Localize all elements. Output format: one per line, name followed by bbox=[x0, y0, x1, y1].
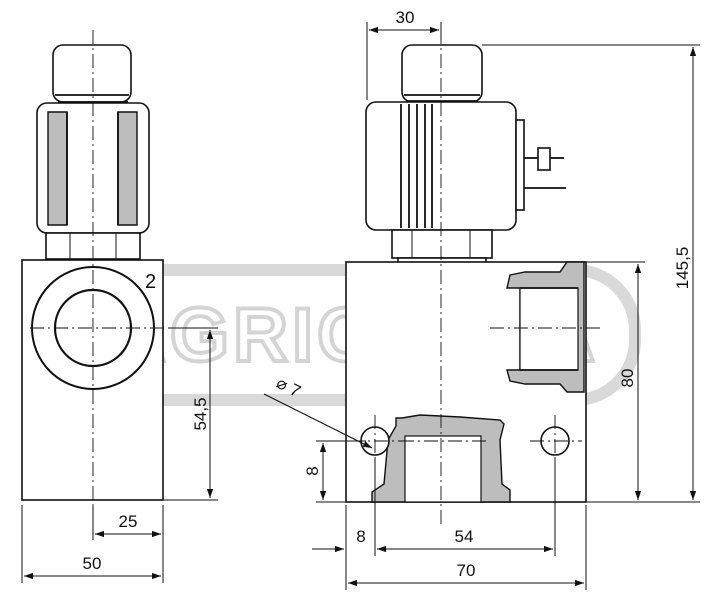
connector-terminal bbox=[537, 147, 551, 171]
dim-hole-height: 8 bbox=[303, 466, 322, 475]
coil-fins bbox=[400, 104, 433, 228]
dim-body-width-front: 70 bbox=[457, 561, 476, 580]
dim-port-offset: 25 bbox=[119, 512, 138, 531]
side-view: 2 bbox=[21, 30, 210, 525]
dim-coil-width: 30 bbox=[396, 8, 415, 27]
dim-body-height: 80 bbox=[618, 369, 637, 388]
coil-cross-section bbox=[47, 111, 68, 226]
dim-port-height: 54,5 bbox=[191, 397, 210, 430]
hex-nut-front bbox=[391, 229, 493, 259]
port-number-label: 2 bbox=[145, 271, 156, 293]
dim-total-height: 145,5 bbox=[673, 247, 692, 290]
coil-cap bbox=[52, 44, 132, 103]
dim-hole-spacing: 54 bbox=[455, 527, 474, 546]
front-view bbox=[345, 30, 600, 525]
side-view-dimensions: 54,5 25 50 bbox=[21, 327, 218, 583]
connector-plate bbox=[515, 119, 525, 211]
dim-body-width-side: 50 bbox=[83, 554, 102, 573]
coil-cap-front bbox=[401, 44, 483, 103]
dim-hole-offset: 8 bbox=[356, 527, 365, 546]
